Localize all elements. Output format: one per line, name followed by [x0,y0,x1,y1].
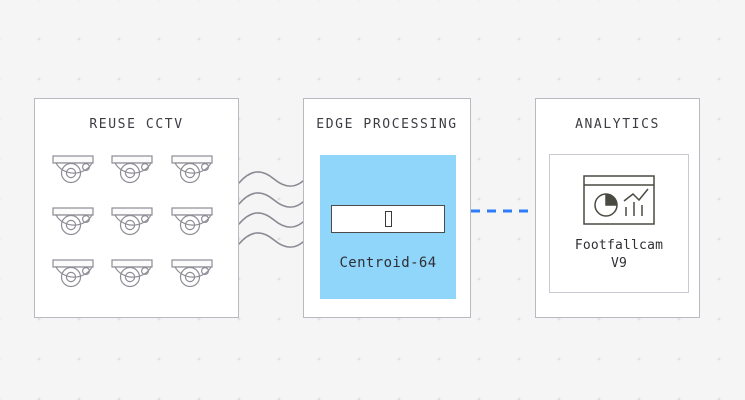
wave-line-1 [238,171,309,187]
panel-reuse-cctv: REUSE CCTV [34,98,239,318]
panel-title-reuse-cctv: REUSE CCTV [89,117,184,132]
dome-camera-icon [111,207,154,236]
dashboard-chart-icon [583,175,655,226]
panel-edge-processing: EDGE PROCESSING Centroid-64 [303,98,471,318]
chip-module-glyph [384,211,392,227]
dome-camera-icon [171,259,213,288]
wave-line-4 [238,232,309,248]
dome-camera-icon [171,207,213,236]
dome-camera-icon [111,259,154,288]
analytics-product-label: Footfallcam V9 [574,238,664,271]
wave-line-3 [238,212,309,228]
wave-line-2 [238,192,309,208]
analytics-product-card: Footfallcam V9 [549,154,689,293]
camera-grid [47,149,226,305]
dome-camera-icon [171,155,213,184]
edge-processing-block: Centroid-64 [320,155,456,299]
edge-device-label: Centroid-64 [339,255,437,271]
edge-device-chip-icon [331,205,445,233]
dome-camera-icon [111,155,154,184]
dome-camera-icon [52,207,94,236]
dome-camera-icon [52,259,94,288]
panel-analytics: ANALYTICS Footfallcam V9 [535,98,700,318]
panel-title-edge-processing: EDGE PROCESSING [316,117,458,132]
dome-camera-icon [52,155,94,184]
wavy-video-stream-lines [238,171,309,248]
panel-title-analytics: ANALYTICS [575,117,660,132]
